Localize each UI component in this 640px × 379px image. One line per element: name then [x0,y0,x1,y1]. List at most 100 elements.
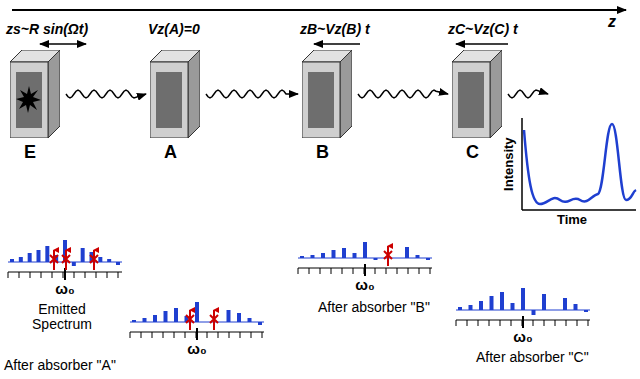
spectrum-line [500,292,504,310]
motion-label: zB~Vz(B) t [300,22,370,37]
scale-tick [74,272,75,278]
scale-tick [309,268,310,274]
spectrum-line [490,296,494,310]
motion-label: zC~Vz(C) t [448,22,518,37]
spectrum-line [426,258,430,260]
spectrum-line [363,242,367,258]
center-tick [364,264,366,276]
scale-tick [41,272,42,278]
spectrum-line [107,259,111,262]
plate-shape [302,50,352,138]
scale-tick [511,320,512,326]
center-tick [522,316,524,328]
spectrum-line [28,253,32,262]
scale-tick [118,272,119,278]
spectrum-line [143,318,147,322]
axis-label: Time [557,213,587,227]
spectrum-line [405,247,409,258]
scale-tick [218,332,219,338]
scale-tick [207,332,208,338]
spectrum-line [584,310,588,312]
spectrum-line [174,308,178,322]
spectra [8,240,590,340]
scale-tick [386,268,387,274]
scale-tick [30,272,31,278]
spectrum-line [248,318,252,322]
scale-tick [240,332,241,338]
spectrum-line [81,248,85,262]
scale-tick [375,268,376,274]
scale-tick [408,268,409,274]
scale-tick [353,268,354,274]
scale-tick [342,268,343,274]
spectrum-line [72,262,76,266]
center-tick [196,328,198,340]
plate-shape [150,50,200,138]
spectrum-line [98,257,102,262]
absorber-plate: B [302,50,352,138]
scale-tick [8,272,9,278]
spectrum-line [332,250,336,258]
scale-tick [456,320,457,326]
z-axis [12,9,626,11]
scale-tick [163,332,164,338]
spectrum-line [563,298,567,310]
spectrum-line [374,258,378,260]
plot-axis [521,118,523,210]
spectrum-line [311,255,315,258]
spectrum-line [164,311,168,322]
spectrum-line [342,248,346,258]
spectrum-line [532,310,536,315]
axis-label: z [608,13,616,31]
scale-tick [130,332,131,338]
spectrum-line [153,315,157,322]
scale-tick [577,320,578,326]
plot-axis [522,209,636,211]
spectrum-line [258,322,262,325]
spectrum-line [353,253,357,258]
plate-label: B [316,142,329,163]
plate-label: C [466,142,479,163]
scale-tick [320,268,321,274]
spectrum-line [45,246,49,262]
caption: Emitted Spectrum [22,302,102,333]
spectrum-line [521,288,525,310]
scale-tick [229,332,230,338]
scale-tick [141,332,142,338]
scale-tick [174,332,175,338]
scale-tick [467,320,468,326]
spectrum-line [19,257,23,262]
scale-tick [52,272,53,278]
caption: After absorber "A" [4,358,116,373]
wave-arrow [508,90,548,98]
scale-tick [152,332,153,338]
absorber-plate: A [150,50,200,138]
caption: After absorber "B" [318,300,430,315]
motion-label: Vz(A)=0 [148,22,200,37]
scale-tick [555,320,556,326]
scale-tick [533,320,534,326]
scale-tick [419,268,420,274]
spectrum-line [458,307,462,310]
absorber-plate: E [10,50,60,138]
plate-shape [10,50,60,138]
scale-tick [478,320,479,326]
spectrum-line [37,250,41,262]
plate-shape [452,50,502,138]
spectrum-line [195,302,199,322]
scale-tick [185,332,186,338]
frequency-label: ω₀ [187,341,206,358]
scale-tick [430,268,431,274]
scale-tick [96,272,97,278]
scale-tick [85,272,86,278]
scale-tick [331,268,332,274]
absorption-markers [50,246,392,330]
wave-connector [66,90,146,98]
spectrum-line [511,303,515,310]
intensity-curve [524,124,636,204]
wave-connector [206,90,298,98]
spectrum-line [300,256,304,258]
spectrum-line [227,310,231,322]
scale-tick [262,332,263,338]
oscillation-arrow [40,43,86,45]
